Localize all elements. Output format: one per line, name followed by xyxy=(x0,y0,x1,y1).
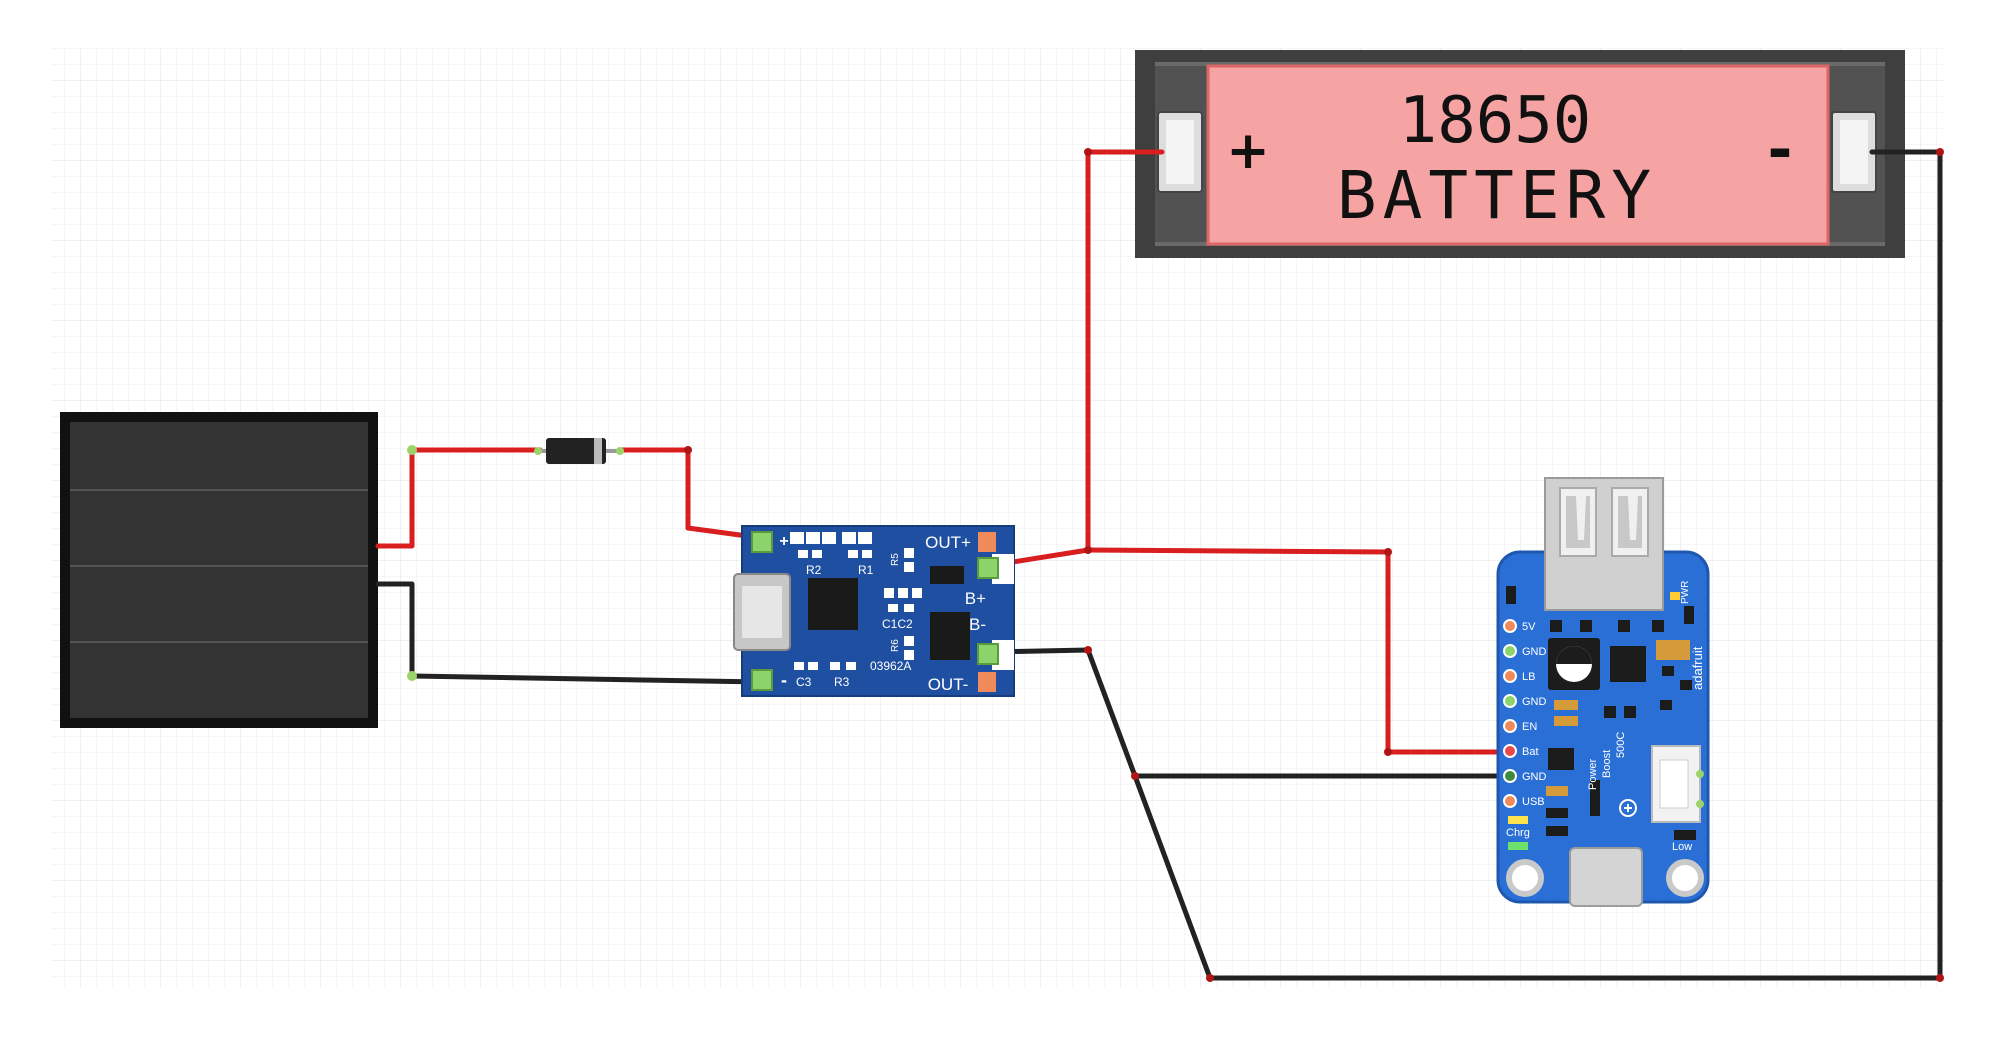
charger-out-plus-label: OUT+ xyxy=(925,533,971,552)
charger-in-plus-pad[interactable] xyxy=(751,531,773,553)
wire-solar-positive[interactable] xyxy=(375,447,543,549)
pin-gnd-3[interactable] xyxy=(1503,769,1517,783)
pin-en[interactable] xyxy=(1503,719,1517,733)
charger-r6-label: R6 xyxy=(890,639,901,652)
charger-r2-label: R2 xyxy=(806,563,822,577)
powerboost-micro-usb[interactable] xyxy=(1569,847,1643,907)
pin-gnd-1[interactable] xyxy=(1503,644,1517,658)
charger-out-minus-pad[interactable] xyxy=(978,672,996,692)
powerboost-module[interactable]: 5V GND LB GND EN Bat GND USB Chrg adafru… xyxy=(1496,477,1710,907)
pin-label-bat: Bat xyxy=(1522,746,1539,758)
booster-product-3: 500C xyxy=(1615,732,1627,758)
pin-label-usb: USB xyxy=(1522,796,1545,808)
wire-charger-bplus-to-battery[interactable] xyxy=(985,149,1165,569)
pin-gnd-2[interactable] xyxy=(1503,694,1517,708)
pin-label-5v: 5V xyxy=(1522,621,1536,633)
booster-low-label: Low xyxy=(1672,841,1692,853)
wire-diode-to-charger[interactable] xyxy=(619,447,765,541)
charger-bplus-label: B+ xyxy=(965,589,986,608)
charger-bplus-pad[interactable] xyxy=(977,557,999,579)
charger-r1-label: R1 xyxy=(858,563,874,577)
wire-junction-to-booster-bat[interactable] xyxy=(1085,547,1515,755)
charger-in-plus-label: + xyxy=(779,533,788,550)
booster-brand: adafruit xyxy=(1690,646,1705,690)
battery-minus-sign: - xyxy=(1768,115,1793,185)
charger-r3-label: R3 xyxy=(834,675,850,689)
booster-pwr-label: PWR xyxy=(1680,581,1691,604)
pin-bat[interactable] xyxy=(1503,744,1517,758)
charger-out-minus-label: OUT- xyxy=(928,675,969,694)
battery-label: BATTERY xyxy=(1337,157,1657,234)
booster-product-2: Boost xyxy=(1601,750,1613,778)
usb-a-port[interactable] xyxy=(1544,477,1664,611)
battery-model: 18650 xyxy=(1399,84,1592,158)
solar-panel[interactable] xyxy=(60,412,378,728)
charger-bminus-label: B- xyxy=(969,615,986,634)
pin-label-gnd-3: GND xyxy=(1522,771,1547,783)
battery-plus-terminal[interactable] xyxy=(1157,111,1203,193)
pin-lb[interactable] xyxy=(1503,669,1517,683)
diode[interactable] xyxy=(534,438,624,464)
done-led xyxy=(1508,842,1528,850)
battery-plus-sign: + xyxy=(1226,121,1270,181)
charger-r5-label: R5 xyxy=(890,553,901,566)
pin-label-en: EN xyxy=(1522,721,1537,733)
pin-5v[interactable] xyxy=(1503,619,1517,633)
charger-c1c2-label: C1C2 xyxy=(882,617,913,631)
charger-code-label: 03962A xyxy=(870,659,911,673)
pin-label-chrg: Chrg xyxy=(1506,827,1530,839)
pin-label-lb: LB xyxy=(1522,671,1535,683)
powerboost-pins xyxy=(1503,619,1517,808)
charger-out-plus-pad[interactable] xyxy=(978,532,996,552)
chrg-led xyxy=(1508,816,1528,824)
charger-c3-label: C3 xyxy=(796,675,812,689)
wire-solar-negative[interactable] xyxy=(375,581,765,685)
charger-module[interactable]: + - OUT+ OUT- B+ B- R2 R1 R3 C3 R5 R6 C1… xyxy=(733,525,1015,697)
pin-label-gnd-2: GND xyxy=(1522,696,1547,708)
battery-cell xyxy=(1206,64,1830,246)
wires xyxy=(375,148,1944,982)
pin-label-gnd-1: GND xyxy=(1522,646,1547,658)
charger-ic xyxy=(808,578,858,630)
charger-in-minus-label: - xyxy=(781,670,787,690)
battery-minus-terminal[interactable] xyxy=(1831,111,1877,193)
charger-bminus-pad[interactable] xyxy=(977,643,999,665)
booster-product-1: Power xyxy=(1587,758,1599,790)
charger-in-minus-pad[interactable] xyxy=(751,669,773,691)
battery-holder[interactable]: 18650 BATTERY + - xyxy=(1135,50,1905,258)
pin-usb[interactable] xyxy=(1503,794,1517,808)
